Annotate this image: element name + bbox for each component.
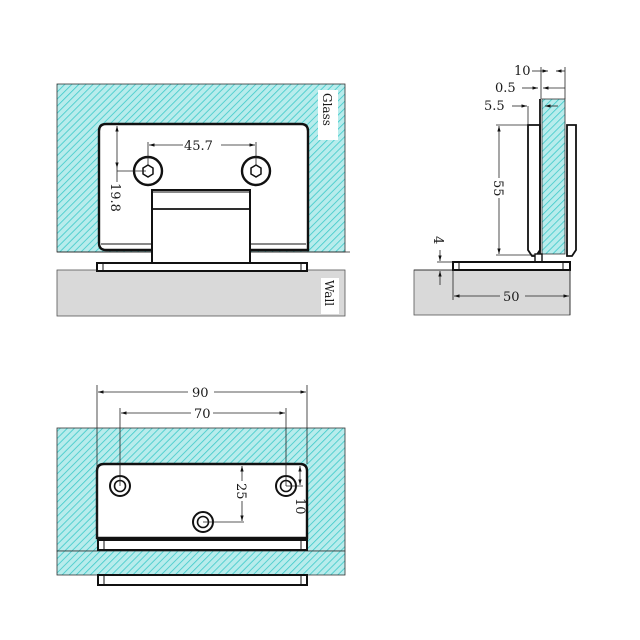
wall-panel: [56, 269, 346, 317]
dim-hole-height: 19.8: [107, 183, 122, 212]
hex-socket-icon: [142, 164, 154, 178]
dim-plate: 4: [430, 236, 445, 244]
glass-edge-strip: [56, 550, 346, 576]
hinge-body-top: [95, 462, 309, 540]
glass-label: Glass: [320, 93, 334, 126]
dim-hole-spacing: 45.7: [184, 139, 213, 154]
dim-center-hole-offset: 25: [233, 483, 248, 500]
hex-socket-icon: [250, 164, 262, 178]
dim-outer-holes: 70: [194, 407, 211, 422]
clamp-right: [566, 124, 577, 257]
wall-section: [413, 269, 571, 316]
side-view: 10 0.5 5.5 55 4 50: [413, 64, 577, 316]
dim-gap: 0.5: [495, 81, 516, 96]
dim-clamp: 5.5: [484, 99, 505, 114]
dim-overall-width: 90: [192, 386, 209, 401]
base-plate: [452, 261, 571, 271]
dim-glass-thickness: 10: [514, 64, 531, 79]
hinge-pivot-block: [151, 189, 251, 265]
wall-plate-bottom: [97, 574, 308, 586]
dim-height: 55: [490, 180, 505, 197]
dim-depth: 50: [503, 290, 520, 305]
glass-label-bg: [318, 90, 338, 140]
wall-label-bg: [321, 278, 339, 314]
dim-edge-offset: 10: [292, 498, 307, 515]
glass-section: [541, 98, 566, 255]
front-view: Glass Wall 45.7 19.8: [56, 83, 350, 317]
wall-mount-plate: [96, 262, 308, 272]
top-view: 90 70 25 10: [56, 385, 346, 586]
clamp-left: [527, 124, 541, 257]
hinge-plate-top: [97, 539, 308, 551]
wall-label: Wall: [322, 280, 336, 306]
